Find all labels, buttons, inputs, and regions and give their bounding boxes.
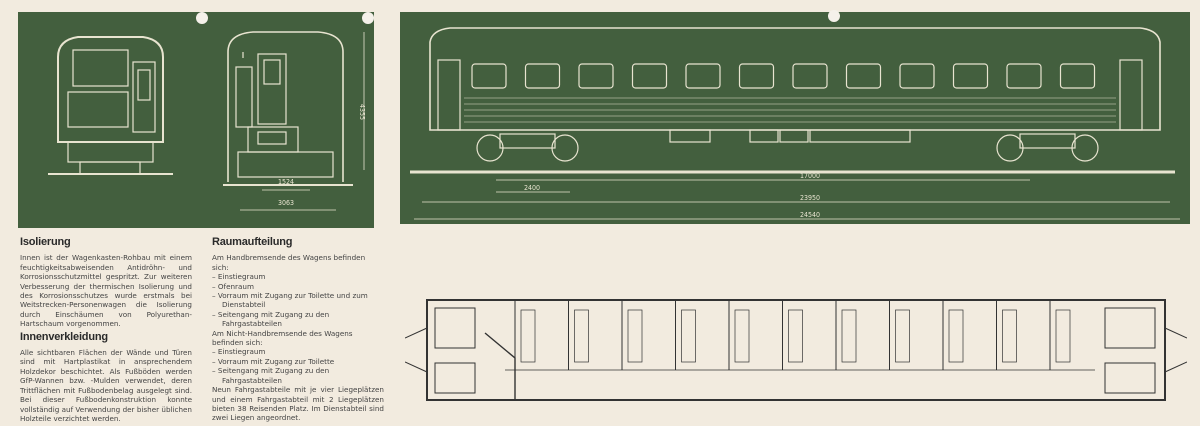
berth: [895, 309, 910, 363]
window: [738, 63, 775, 89]
list-item: – Seitengang mit Zugang zu den Fahrgasta…: [212, 366, 330, 385]
list-item: – Seitengang mit Zugang zu den Fahrgasta…: [212, 309, 330, 329]
punch-hole: [828, 10, 840, 22]
heading-raumaufteilung: Raumaufteilung: [212, 236, 293, 248]
window: [1006, 63, 1042, 89]
dim-bogie-wheelbase: 2400: [524, 184, 540, 192]
heading-innenverkleidung: Innenverkleidung: [20, 330, 108, 343]
berth: [574, 309, 589, 363]
side-view-drawing-panel: 17000 2400 23950 24540: [400, 12, 1190, 224]
list-nicht-handbremsende: – Einstiegraum – Vorraum mit Zugang zur …: [212, 347, 384, 385]
side-view-drawing: [410, 27, 1180, 220]
window: [899, 63, 935, 89]
window: [631, 63, 668, 89]
intro-nicht-handbremsende: Am Nicht-Handbremsende des Wagens befind…: [212, 328, 353, 348]
text-abteile: Neun Fahrgastabteile mit je vier Liegepl…: [212, 385, 384, 423]
berth: [1002, 309, 1017, 363]
window: [792, 63, 828, 89]
dim-track-gauge: 1524: [278, 178, 294, 186]
berth: [734, 309, 750, 363]
end-view-drawings-panel: 1524 3063 4355: [18, 12, 374, 228]
dim-length-over-buffers: 24540: [800, 211, 820, 219]
window: [578, 63, 614, 89]
dim-bogie-centres: 17000: [800, 172, 820, 180]
berth: [520, 309, 536, 363]
berth: [788, 309, 803, 363]
window: [1059, 63, 1096, 89]
dim-body-length: 23950: [800, 194, 820, 202]
window: [845, 63, 882, 89]
list-handbremsende: – Einstiegraum – Ofenraum – Vorraum mit …: [212, 272, 384, 328]
list-item: – Ofenraum: [212, 281, 254, 291]
berth: [948, 309, 964, 363]
berth: [681, 309, 696, 363]
column-left: Isolierung Innen ist der Wagenkasten-Roh…: [20, 236, 192, 426]
list-item: – Einstiegraum: [212, 347, 266, 357]
berth: [627, 309, 643, 363]
text-isolierung: Innen ist der Wagenkasten-Rohbau mit ein…: [20, 253, 192, 329]
floor-plan-drawing: [405, 299, 1187, 401]
list-item: – Einstiegraum: [212, 272, 266, 282]
punch-hole: [362, 12, 374, 24]
berth: [1055, 309, 1071, 363]
intro-handbremsende: Am Handbremsende des Wagens befinden sic…: [212, 253, 366, 272]
window: [952, 63, 989, 89]
dim-height: 4355: [358, 104, 366, 120]
text-innenverkleidung: Alle sichtbaren Flächen der Wände und Tü…: [20, 348, 192, 423]
list-item: – Vorraum mit Zugang zur Toilette und zu…: [212, 291, 368, 310]
window: [524, 63, 561, 89]
dim-width: 3063: [278, 199, 294, 207]
column-right: Raumaufteilung Am Handbremsende des Wage…: [212, 236, 384, 426]
heading-isolierung: Isolierung: [20, 236, 71, 248]
list-item: – Vorraum mit Zugang zur Toilette: [212, 356, 335, 366]
end-view-drawing: [48, 31, 365, 211]
window: [471, 63, 507, 89]
berth: [841, 309, 857, 363]
window: [685, 63, 721, 89]
punch-hole: [196, 12, 208, 24]
